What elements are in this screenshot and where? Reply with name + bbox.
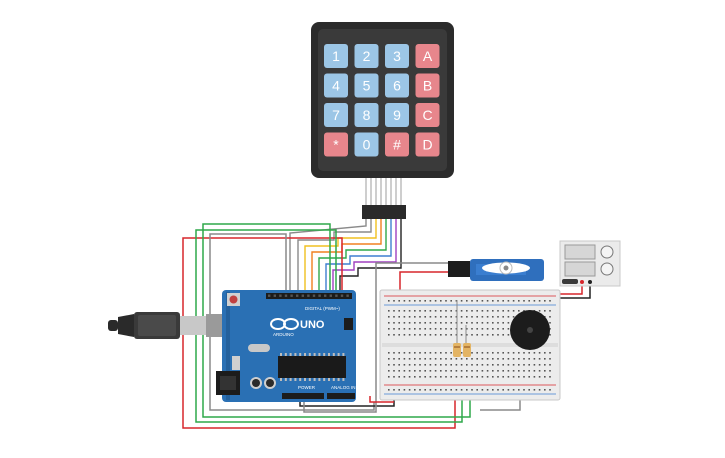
power-supply[interactable] xyxy=(559,240,621,287)
analog-label: ANALOG IN xyxy=(331,385,356,390)
keypad-key[interactable]: * xyxy=(324,132,348,157)
keypad-key[interactable]: # xyxy=(385,132,409,157)
keypad-key-label: C xyxy=(422,107,432,123)
atmega-chip xyxy=(278,356,346,378)
keypad-key[interactable]: 5 xyxy=(354,73,379,98)
keypad[interactable]: 1 2 3 A 4 5 6 B 7 8 9 C * 0 # D xyxy=(311,22,454,178)
arduino-uno-board[interactable]: DIGITAL (PWM~) UNO ARDUINO POWER ANALOG … xyxy=(216,290,356,402)
power-label: POWER xyxy=(298,385,316,390)
keypad-key-label: 7 xyxy=(332,107,340,123)
keypad-key-label: A xyxy=(423,48,433,64)
keypad-key-label: 4 xyxy=(332,78,340,94)
keypad-key-label: 6 xyxy=(393,78,401,94)
keypad-key[interactable]: 9 xyxy=(385,103,409,127)
keypad-key-label: 0 xyxy=(363,137,371,153)
keypad-key-label: 3 xyxy=(393,48,401,64)
keypad-key-label: 1 xyxy=(332,48,340,64)
keypad-key-label: # xyxy=(393,137,401,153)
keypad-key-label: D xyxy=(422,137,432,153)
keypad-key-label: B xyxy=(423,78,432,94)
board-brand: ARDUINO xyxy=(273,332,294,337)
keypad-key[interactable]: 2 xyxy=(354,44,379,68)
keypad-wires xyxy=(289,219,402,295)
keypad-key[interactable]: 0 xyxy=(354,132,379,157)
keypad-key[interactable]: C xyxy=(415,103,440,127)
keypad-key-label: 9 xyxy=(393,107,401,123)
keypad-key[interactable]: 8 xyxy=(354,103,379,127)
keypad-key-label: 8 xyxy=(363,107,371,123)
keypad-key[interactable]: 4 xyxy=(324,73,348,98)
keypad-key-label: 5 xyxy=(363,78,371,94)
arduino-logo xyxy=(270,318,299,330)
keypad-key[interactable]: D xyxy=(415,132,440,157)
resistors xyxy=(453,300,471,357)
keypad-key[interactable]: 7 xyxy=(324,103,348,127)
usb-cable xyxy=(108,312,222,339)
keypad-key[interactable]: 6 xyxy=(385,73,409,98)
piezo-buzzer[interactable] xyxy=(510,310,550,350)
board-model: UNO xyxy=(300,319,325,331)
digital-label: DIGITAL (PWM~) xyxy=(305,306,340,311)
keypad-key[interactable]: 1 xyxy=(324,44,348,68)
keypad-key-label: 2 xyxy=(363,48,371,64)
keypad-key-label: * xyxy=(333,137,339,153)
keypad-key[interactable]: B xyxy=(415,73,440,98)
servo-motor[interactable] xyxy=(448,259,544,281)
keypad-key[interactable]: A xyxy=(415,44,440,68)
keypad-key[interactable]: 3 xyxy=(385,44,409,68)
keypad-connector xyxy=(362,178,406,219)
